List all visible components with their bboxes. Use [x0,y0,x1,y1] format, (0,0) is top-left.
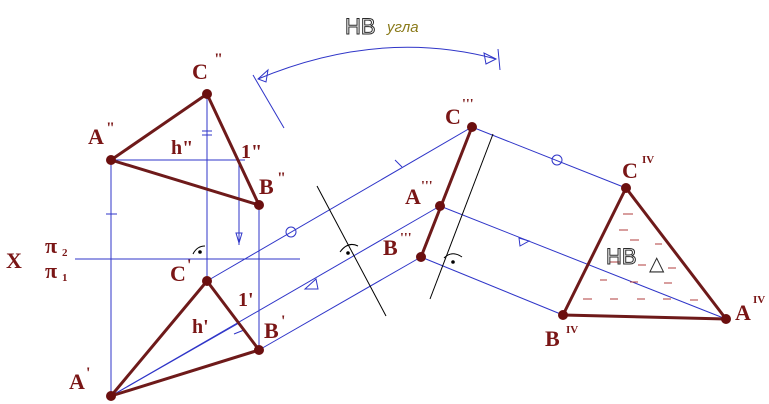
triangle-symbol: △ [649,251,665,275]
arc-tick-right [497,48,501,71]
label-c4: C [622,158,638,183]
axis-pi2-label: π [45,233,57,258]
edge-c4-a4 [624,186,728,321]
triangle-marker-2 [518,237,531,247]
circle-marker-2 [551,154,563,166]
label-a4: A [735,300,751,325]
proj-line-b4 [420,256,564,316]
axis-pi1-label: π [45,258,57,283]
circle-marker-1 [285,226,297,238]
proj-line-a4 [439,205,727,320]
axis-x34-line [429,133,494,300]
point-a3 [435,201,445,211]
points [106,89,731,401]
label-a3: A [405,184,421,209]
edge-c2-b2 [205,92,261,207]
label-c3-mark: ''' [462,97,474,112]
edge-a1-b1 [109,348,261,398]
label-12: 1" [241,141,262,163]
axis-labels: X π 2 π 1 [6,233,68,284]
point-c2 [202,89,212,99]
edge-c3-b3 [419,125,474,259]
point-a1 [106,391,116,401]
label-b1-mark: ' [281,313,285,330]
tick-mark-4 [394,159,403,168]
axis-pi2-sub: 2 [62,247,68,259]
label-c1-mark: ' [187,257,191,274]
label-b4-mark: IV [566,324,578,336]
label-a1-mark: ' [86,365,90,382]
title: НВ угла [345,14,419,40]
label-b3: B [383,235,398,260]
construction-lines [75,46,727,397]
arc-arrow-left [257,68,269,83]
true-size-label: НВ △ [606,244,666,276]
point-labels: C " A " B " h" 1" C ' A ' B ' h' 1' C ''… [69,51,765,394]
axis-x-label: X [6,248,22,273]
true-size-hatching [583,213,698,301]
projection-axes [192,133,494,317]
arc-tick-left [252,74,285,129]
point-b4 [558,310,568,320]
point-b3 [416,252,426,262]
label-b2: B [259,174,274,199]
proj-line-a3 [110,205,441,397]
tick-mark-5 [233,329,245,335]
label-a2: A [88,124,104,149]
right-angle-dot-3 [198,250,202,254]
label-h2: h" [171,137,193,159]
label-a3-mark: ''' [421,179,433,194]
label-b2-mark: " [277,170,286,187]
label-a4-mark: IV [753,294,765,306]
edge-c4-b4 [561,186,628,317]
label-c2: C [192,59,208,84]
label-c2-mark: " [214,51,223,68]
arrow-marker [235,232,243,245]
point-b2 [254,200,264,210]
edge-c1-b1 [205,279,261,352]
label-c4-mark: IV [642,154,654,166]
proj-line-b3 [258,256,422,351]
label-a2-mark: " [106,120,115,137]
point-a2 [106,155,116,165]
label-11: 1' [238,289,254,311]
label-h1: h' [192,316,209,338]
triangle-marker-1 [303,278,319,290]
point-a4 [721,314,731,324]
title-hv: НВ [345,14,376,39]
edge-a2-c2 [109,92,209,162]
edge-a2-b2 [109,158,261,207]
triangle-edges [109,92,728,398]
label-a1: A [69,369,85,394]
point-c3 [467,122,477,132]
right-angle-dot-1 [346,251,350,255]
edge-a1-c1 [109,279,209,398]
angle-arc [257,46,497,80]
axis-pi1-sub: 1 [62,272,68,284]
point-c1 [202,276,212,286]
point-b1 [254,345,264,355]
axis-x13-line [316,185,387,317]
right-angle-mark-2 [443,253,463,259]
title-word: угла [386,19,419,36]
label-c1: C [170,261,186,286]
right-angle-mark-1 [339,244,359,253]
point-c4 [621,183,631,193]
right-angle-mark-3 [192,245,206,255]
arc-arrow-right [483,52,498,65]
proj-line-c3 [206,126,473,282]
label-b3-mark: ''' [400,231,412,246]
triangle-hv: НВ [606,244,637,269]
label-b4: B [545,326,560,351]
edge-b4-a4 [561,313,728,321]
proj-line-c4 [471,126,627,189]
label-c3: C [445,104,461,129]
label-b1: B [264,318,279,343]
right-angle-dot-2 [451,260,455,264]
